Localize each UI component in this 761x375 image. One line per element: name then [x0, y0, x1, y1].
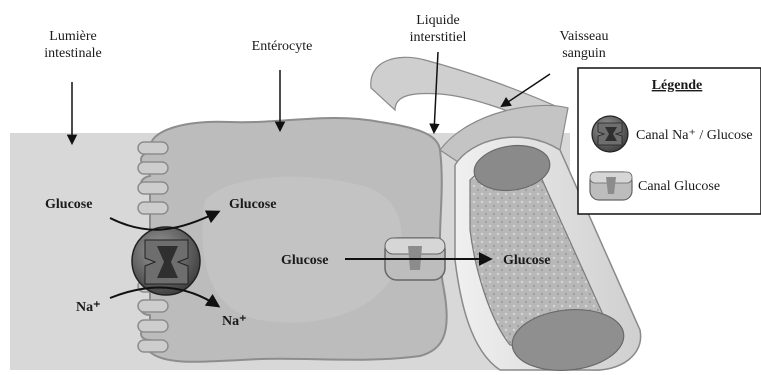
sodium-glucose-cotransporter-icon: [592, 116, 628, 152]
legend-item-cotransporter: Canal Na⁺ / Glucose: [636, 128, 753, 143]
sodium-glucose-cotransporter: [132, 227, 200, 295]
glucose-channel-icon: [590, 172, 632, 200]
enterocyte-label: Entérocyte: [252, 39, 313, 54]
lumen-label-line2: intestinale: [44, 46, 102, 61]
legend: Légende Canal Na⁺ / Glucose Canal Glucos…: [578, 68, 761, 214]
interstitial-label-line1: Liquide: [416, 13, 460, 28]
legend-title: Légende: [652, 78, 703, 93]
vessel-label-line2: sanguin: [562, 46, 606, 61]
interstitial-label-line2: interstitiel: [410, 30, 467, 45]
glucose-lumen-label: Glucose: [45, 197, 92, 212]
vessel-label-line1: Vaisseau: [560, 29, 609, 44]
sodium-lumen-label: Na⁺: [76, 300, 101, 315]
glucose-blood-label: Glucose: [503, 253, 550, 268]
glucose-cell-label: Glucose: [229, 197, 276, 212]
lumen-label-line1: Lumière: [49, 29, 96, 44]
sodium-cell-label: Na⁺: [222, 314, 247, 329]
glucose-cell-mid-label: Glucose: [281, 253, 328, 268]
legend-item-glucose-channel: Canal Glucose: [638, 179, 720, 194]
